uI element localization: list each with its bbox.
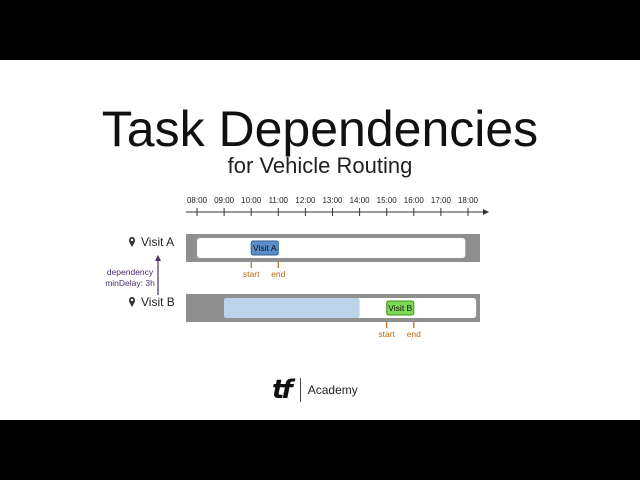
axis-tick-label: 16:00 [404, 196, 425, 205]
location-pin-shape [129, 297, 135, 307]
task-block [386, 300, 415, 316]
dependency-label: dependency [107, 267, 154, 277]
axis-tick-label: 13:00 [322, 196, 343, 205]
row-label: Visit B [141, 295, 175, 309]
academy-logo: tf Academy [272, 376, 358, 404]
slide-subtitle: for Vehicle Routing [227, 153, 413, 178]
letterbox-bottom [0, 420, 640, 480]
axis-tick-label: 11:00 [269, 196, 289, 205]
marker-label: end [407, 329, 421, 339]
logo-divider [299, 378, 301, 402]
axis-tick-label: 08:00 [187, 196, 208, 205]
location-pin-dot [130, 238, 134, 242]
axis-tick-label: 10:00 [241, 196, 262, 205]
axis-arrow [483, 209, 489, 215]
axis-tick-label: 14:00 [350, 196, 371, 205]
timeline-diagram: 08:00 09:00 10:00 11:00 12:00 13:00 14:00 15:00… [105, 196, 489, 339]
wait-period [224, 298, 360, 318]
marker-label: start [243, 269, 260, 279]
row-label: Visit A [141, 235, 174, 249]
location-pin-dot [130, 298, 134, 302]
time-axis: 08:00 09:00 10:00 11:00 12:00 13:00 14:00 15:00… [186, 196, 489, 216]
row-visit-b: Visit B Visit B start end [129, 294, 480, 339]
axis-tick-label: 09:00 [214, 196, 235, 205]
row-visit-a: Visit A Visit A start end [129, 234, 480, 279]
availability-window [197, 238, 466, 258]
letterbox-top [0, 0, 640, 60]
logo-text: Academy [307, 383, 358, 397]
slide-title: Task Dependencies [101, 101, 539, 157]
slide: Task Dependencies for Vehicle Routing 08… [0, 60, 640, 420]
task-block [250, 240, 279, 256]
axis-tick-label: 17:00 [431, 196, 452, 205]
axis-tick-label: 18:00 [458, 196, 479, 205]
location-pin-icon [129, 297, 135, 307]
marker-label: start [378, 329, 395, 339]
location-pin-shape [129, 237, 135, 247]
axis-tick-label: 15:00 [377, 196, 398, 205]
marker-label: end [271, 269, 285, 279]
axis-tick-label: 12:00 [295, 196, 316, 205]
task-block-label: Visit A [253, 243, 277, 253]
dependency-arrow-head [155, 255, 161, 261]
location-pin-icon [129, 237, 135, 247]
task-block-label: Visit B [388, 303, 412, 313]
logo-mark: tf [272, 375, 293, 405]
dependency-min-delay: minDelay: 3h [105, 278, 155, 288]
